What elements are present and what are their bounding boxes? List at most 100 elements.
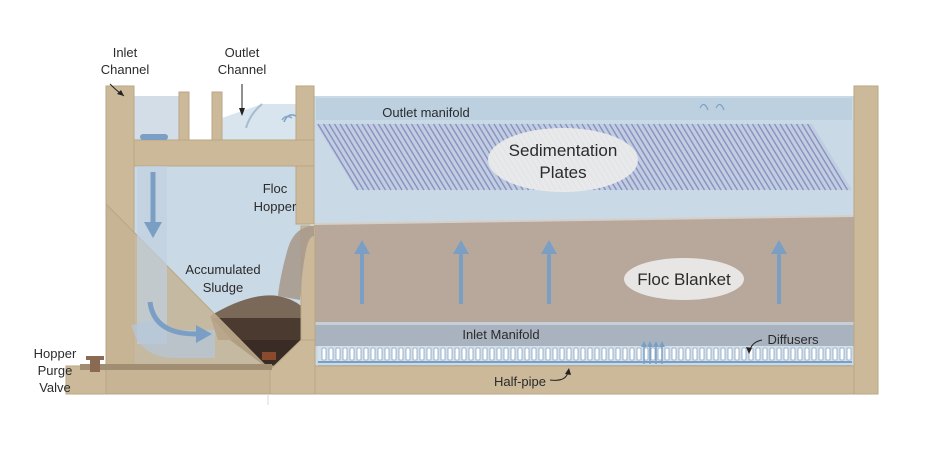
diffuser-tooth	[385, 348, 389, 360]
diffuser-tooth	[469, 348, 473, 360]
diffuser-tooth	[707, 348, 711, 360]
tank-floor	[268, 366, 878, 394]
diffuser-tooth	[546, 348, 550, 360]
diffuser-tooth	[686, 348, 690, 360]
diffuser-tooth	[476, 348, 480, 360]
channel-floor	[134, 140, 314, 166]
inlet-channel-pipe-top	[140, 134, 168, 140]
diffuser-tooth	[525, 348, 529, 360]
diffuser-tooth	[399, 348, 403, 360]
diffuser-tooth	[567, 348, 571, 360]
diffuser-tooth	[672, 348, 676, 360]
diffuser-tooth	[462, 348, 466, 360]
diffuser-tooth	[560, 348, 564, 360]
diffuser-tooth	[742, 348, 746, 360]
diffuser-tooth	[609, 348, 613, 360]
diffuser-tooth	[392, 348, 396, 360]
diffuser-tooth	[322, 348, 326, 360]
diffuser-tooth	[497, 348, 501, 360]
outlet-manifold-label: Outlet manifold	[382, 105, 469, 120]
inlet-channel-label-line1: Inlet	[113, 45, 138, 60]
outlet-channel-label-line2: Channel	[218, 62, 267, 77]
diffuser-tooth	[602, 348, 606, 360]
diffuser-tooth	[343, 348, 347, 360]
purge-valve-handle	[86, 356, 104, 360]
diffuser-tooth	[833, 348, 837, 360]
inlet-manifold-label: Inlet Manifold	[462, 327, 539, 342]
diffuser-tooth	[721, 348, 725, 360]
diffuser-tooth	[483, 348, 487, 360]
diffuser-tooth	[700, 348, 704, 360]
diffuser-tooth	[581, 348, 585, 360]
outlet-channel-left-wall	[212, 92, 222, 142]
outlet-channel-water	[222, 104, 296, 140]
diffuser-tooth	[651, 348, 655, 360]
diffuser-tooth	[679, 348, 683, 360]
sedimentation-plates-label-line1: Sedimentation	[509, 141, 618, 160]
diffuser-tooth	[714, 348, 718, 360]
diffuser-tooth	[420, 348, 424, 360]
floc-blanket-label: Floc Blanket	[637, 270, 731, 289]
floc-hopper-label-line1: Floc	[263, 181, 288, 196]
diffuser-tooth	[630, 348, 634, 360]
diffuser-tooth	[826, 348, 830, 360]
diffuser-tooth	[357, 348, 361, 360]
half-pipe	[318, 346, 852, 366]
drain-opening	[262, 352, 276, 360]
diffuser-tooth	[847, 348, 851, 360]
diffuser-tooth	[756, 348, 760, 360]
diffuser-tooth	[518, 348, 522, 360]
diffuser-tooth	[840, 348, 844, 360]
floc-hopper-label-line2: Hopper	[254, 199, 297, 214]
diffuser-tooth	[539, 348, 543, 360]
diffuser-tooth	[588, 348, 592, 360]
accumulated-sludge-label-line1: Accumulated	[185, 262, 260, 277]
diffuser-tooth	[595, 348, 599, 360]
diffuser-tooth	[805, 348, 809, 360]
diffuser-tooth	[413, 348, 417, 360]
diffuser-tooth	[532, 348, 536, 360]
diffuser-tooth	[448, 348, 452, 360]
diffuser-tooth	[490, 348, 494, 360]
outlet-channel-label-line1: Outlet	[225, 45, 260, 60]
diffuser-tooth	[812, 348, 816, 360]
diffuser-tooth	[770, 348, 774, 360]
inlet-channel-label-line2: Channel	[101, 62, 150, 77]
right-outer-wall	[854, 86, 878, 394]
diffuser-tooth	[336, 348, 340, 360]
floc-blanket	[314, 216, 854, 322]
inlet-manifold-highlight	[314, 322, 854, 325]
diffuser-tooth	[371, 348, 375, 360]
diffuser-tooth	[364, 348, 368, 360]
hopper-purge-valve-label-line2: Purge	[38, 363, 73, 378]
diffuser-tooth	[665, 348, 669, 360]
hopper-purge-valve-label-line3: Valve	[39, 380, 71, 395]
diffuser-tooth	[791, 348, 795, 360]
diffuser-tooth	[819, 348, 823, 360]
diffuser-tooth	[350, 348, 354, 360]
diffuser-tooth	[427, 348, 431, 360]
diffuser-tooth	[623, 348, 627, 360]
diffuser-tooth	[728, 348, 732, 360]
diffusers-label: Diffusers	[767, 332, 819, 347]
diffuser-tooth	[574, 348, 578, 360]
inlet-channel-right-wall	[179, 92, 189, 142]
diffuser-tooth	[504, 348, 508, 360]
diffuser-tooth	[777, 348, 781, 360]
diffuser-tooth	[455, 348, 459, 360]
diffuser-tooth	[434, 348, 438, 360]
diffuser-tooth	[441, 348, 445, 360]
diffuser-tooth	[735, 348, 739, 360]
sedimentation-plates-label-line2: Plates	[539, 163, 586, 182]
diffuser-tooth	[511, 348, 515, 360]
diffuser-tooth	[616, 348, 620, 360]
diffuser-tooth	[693, 348, 697, 360]
diffuser-tooth	[798, 348, 802, 360]
purge-valve	[90, 358, 100, 372]
accumulated-sludge-label-line2: Sludge	[203, 280, 243, 295]
diffuser-tooth	[406, 348, 410, 360]
diffuser-tooth	[378, 348, 382, 360]
diffuser-tooth	[784, 348, 788, 360]
diffuser-tooth	[763, 348, 767, 360]
